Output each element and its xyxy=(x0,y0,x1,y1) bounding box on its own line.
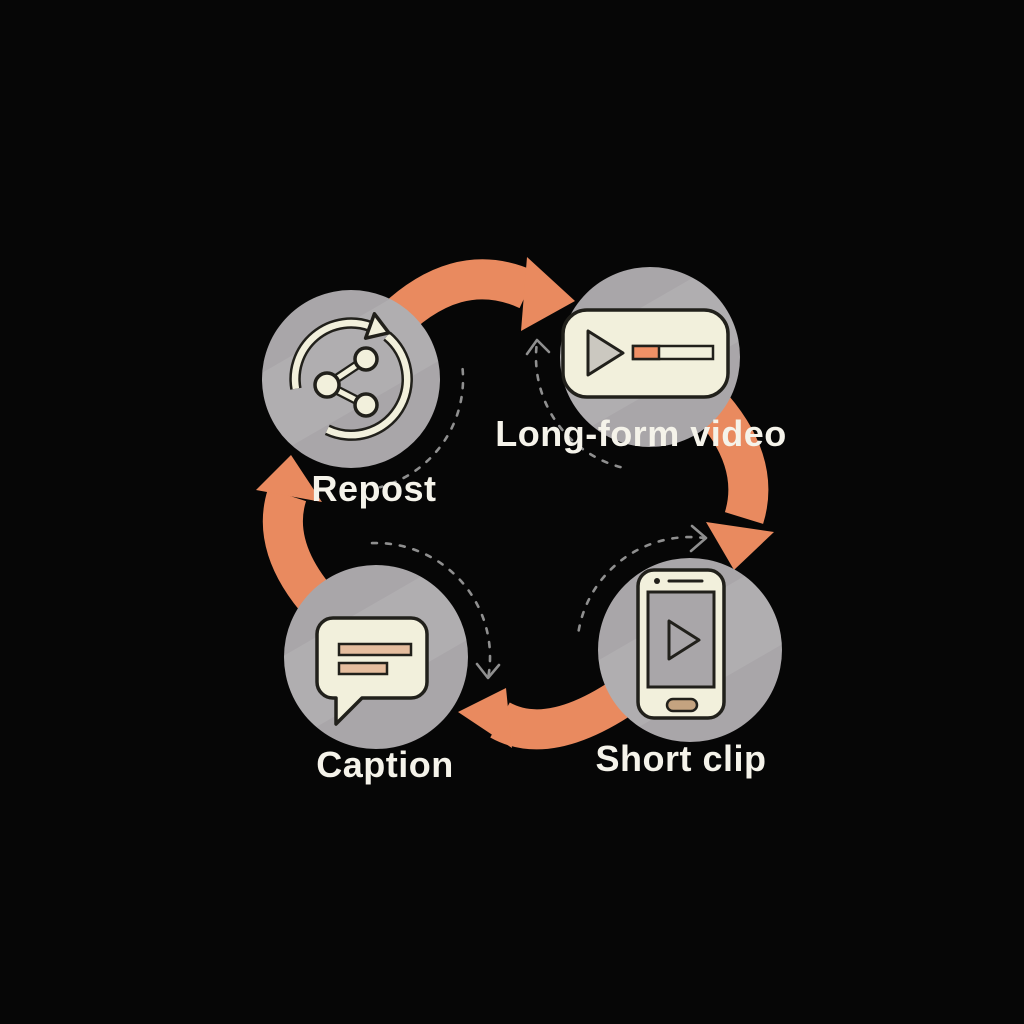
dashed-arc-repost xyxy=(378,367,465,489)
arrow-shortclip-to-caption xyxy=(458,675,642,750)
chevron-down-icon xyxy=(475,662,501,680)
dashed-arc-longform xyxy=(534,339,622,469)
arrowhead xyxy=(521,257,575,331)
dashed-arc-caption xyxy=(370,541,492,679)
progress-bar xyxy=(631,344,661,361)
dashed-arc-shortclip xyxy=(577,535,706,632)
video-player-icon xyxy=(561,308,730,399)
chevron-up-icon xyxy=(525,338,551,356)
arrowhead xyxy=(458,688,512,748)
node-label-caption: Caption xyxy=(316,744,454,785)
node-circle xyxy=(262,290,440,468)
node-repost xyxy=(262,290,440,468)
arrowhead xyxy=(706,522,774,570)
arrowhead xyxy=(256,455,322,502)
repost-cycle-icon xyxy=(289,312,413,441)
node-label-repost: Repost xyxy=(311,468,437,509)
node-label-long-form-video: Long-form video xyxy=(495,413,787,454)
arrow-band xyxy=(490,675,642,750)
dashed-guide-arcs xyxy=(370,338,708,680)
smartphone-play-icon xyxy=(636,568,726,720)
node-label-short-clip: Short clip xyxy=(595,738,767,779)
speech-bubble-icon xyxy=(315,616,429,726)
home-button xyxy=(665,697,699,713)
chevron-right-icon xyxy=(689,524,708,553)
